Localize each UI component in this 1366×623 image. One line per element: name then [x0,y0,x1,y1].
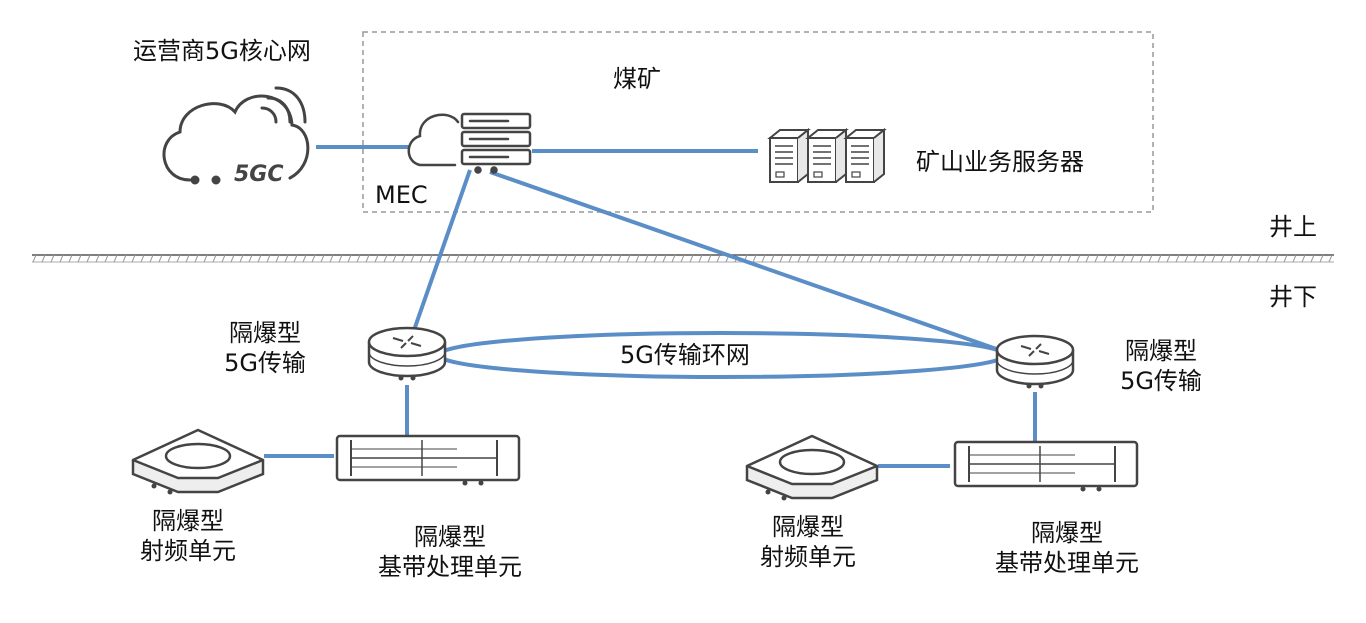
radio-unit-icon-right [745,434,879,501]
mec-label: MEC [375,181,428,209]
router-icon-right [995,334,1075,389]
transport-left-line1: 隔爆型 [229,319,301,347]
bbu-left-label: 隔爆型 基带处理单元 [355,522,545,582]
core-network-label: 运营商5G核心网 [133,37,311,65]
transport-left-label: 隔爆型 5G传输 [210,318,320,378]
transport-right-line2: 5G传输 [1120,367,1202,395]
core-badge-label: 5GC [234,162,284,187]
cloud-wifi-icon [162,86,310,185]
bbu-left-line2: 基带处理单元 [378,553,522,581]
cloud-server-icon [407,112,532,174]
servers-label: 矿山业务服务器 [916,148,1084,176]
transport-right-label: 隔爆型 5G传输 [1106,336,1216,396]
transport-right-line1: 隔爆型 [1125,337,1197,365]
rack-unit-icon-left [335,434,521,486]
ring-label: 5G传输环网 [620,341,750,369]
tower-server-icon [767,127,887,183]
below-ground-label: 井下 [1269,283,1317,311]
link-mec-transport-right [489,170,1006,354]
rru-left-line2: 射频单元 [140,537,236,565]
router-icon-left [367,326,447,381]
rru-left-line1: 隔爆型 [152,507,224,535]
bbu-right-line2: 基带处理单元 [995,549,1139,577]
bbu-left-line1: 隔爆型 [414,523,486,551]
ground-line [32,254,1334,263]
mine-label: 煤矿 [613,65,661,93]
rru-right-line2: 射频单元 [760,543,856,571]
mine-boundary [362,31,1154,213]
above-ground-label: 井上 [1269,213,1317,241]
radio-unit-icon-left [131,428,265,495]
link-mec-transport-left [411,169,472,334]
rru-right-line1: 隔爆型 [772,513,844,541]
transport-left-line2: 5G传输 [224,349,306,377]
rru-left-label: 隔爆型 射频单元 [123,506,253,566]
rru-right-label: 隔爆型 射频单元 [743,512,873,572]
bbu-right-label: 隔爆型 基带处理单元 [972,518,1162,578]
bbu-right-line1: 隔爆型 [1031,519,1103,547]
rack-unit-icon-right [953,440,1139,492]
